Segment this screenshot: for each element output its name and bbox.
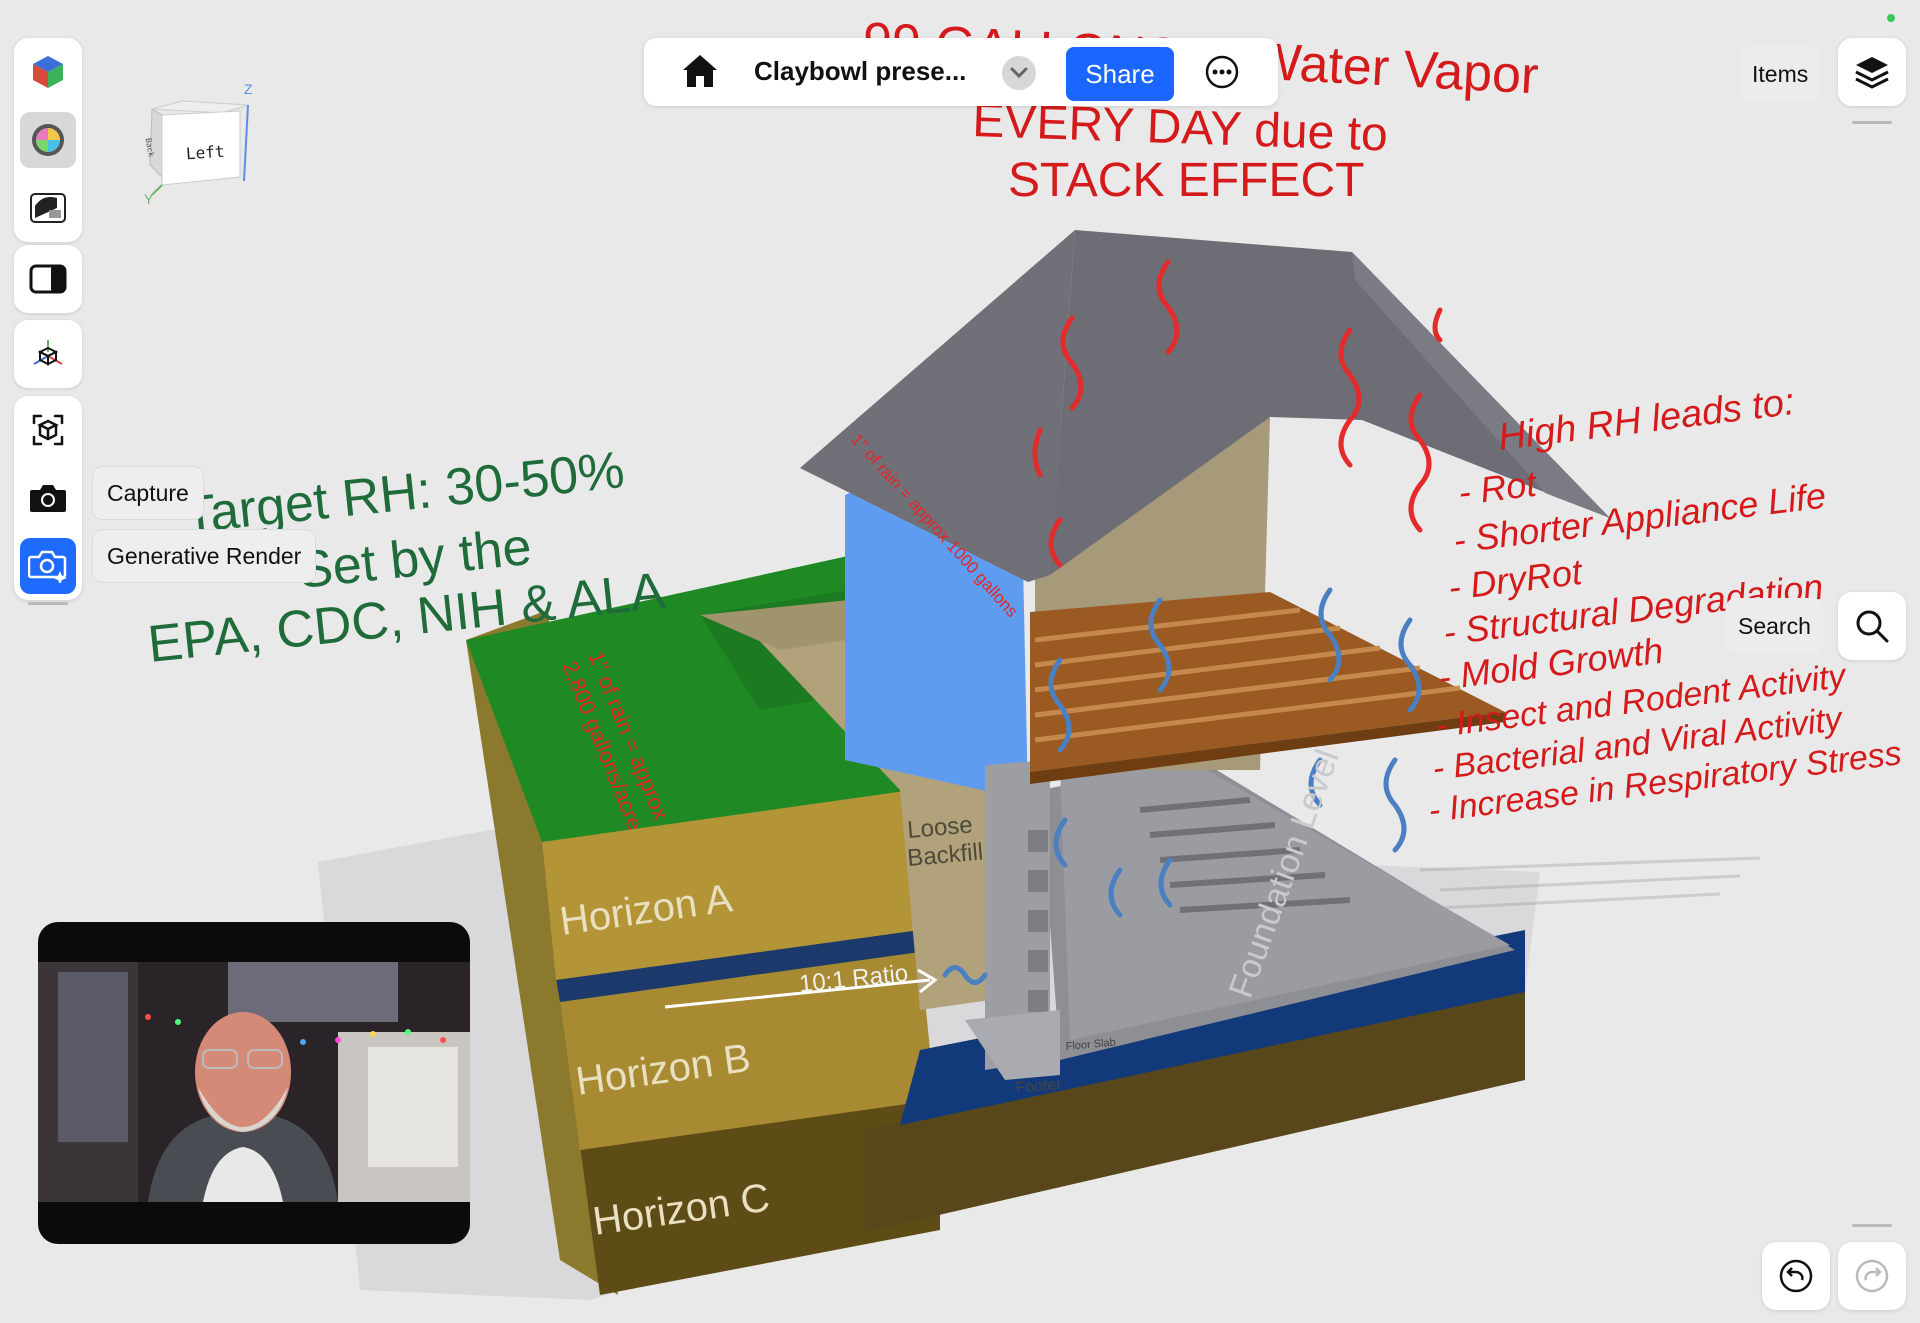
search-icon (1856, 610, 1889, 643)
ar-scan-icon (32, 414, 64, 446)
axis-z-label: Z (244, 81, 253, 97)
redo-button[interactable] (1838, 1242, 1906, 1310)
webcam-feed (38, 962, 470, 1202)
view-cube-face-label: Left (185, 141, 226, 164)
floor-reflection (1419, 856, 1761, 910)
ellipsis-circle-icon (1205, 55, 1239, 89)
string-lights (145, 1014, 446, 1045)
water-table-strip (556, 928, 920, 1002)
base-slab-front (865, 990, 1525, 1232)
foundation-blocks (1028, 830, 1048, 1012)
floor-deck-edge (1030, 712, 1505, 784)
cube-color-icon (33, 56, 63, 88)
generative-render-tooltip[interactable]: Generative Render (92, 529, 317, 583)
rh-item: - Rot (1456, 462, 1540, 512)
home-icon (683, 55, 717, 87)
toolbar-group-axes (14, 320, 82, 388)
redo-icon (1855, 1259, 1889, 1293)
toolbar-group-materials (14, 38, 82, 242)
vapor-blue-squiggles (942, 587, 1422, 985)
roof-right (1050, 230, 1610, 575)
capture-tooltip[interactable]: Capture (92, 466, 204, 520)
horizon-c-block (580, 1095, 940, 1295)
toolbar-divider (28, 602, 68, 605)
document-bar: Claybowl prese... Share (644, 38, 1278, 106)
title-dropdown-button[interactable] (1002, 56, 1036, 90)
materials-button[interactable] (20, 44, 76, 100)
capture-button[interactable] (20, 470, 76, 526)
axes-cube-icon (33, 340, 63, 366)
footer-label: Footer (1015, 1076, 1063, 1097)
more-options-button[interactable] (1204, 54, 1240, 95)
axes-button[interactable] (20, 326, 76, 382)
roof-left (800, 230, 1075, 582)
search-button[interactable] (1838, 592, 1906, 660)
headline-line3: STACK EFFECT (1008, 154, 1364, 207)
axis-y-label: Y (144, 191, 154, 207)
horizon-a-block (542, 790, 920, 980)
rh-list: - Rot - Shorter Appliance Life - DryRot … (1426, 462, 1903, 829)
ratio-arrow-head (917, 968, 938, 994)
sidebar-toggle-icon (29, 264, 67, 294)
right-divider-bottom (1852, 1224, 1892, 1227)
joists (1034, 607, 1461, 743)
stair-shadow (1139, 797, 1351, 913)
floor-slab-label: Floor Slab (1065, 1037, 1116, 1053)
horizon-b-block (560, 950, 935, 1150)
loose-backfill-label-1: Loose (906, 811, 973, 844)
color-wheel-button[interactable] (20, 112, 76, 168)
toolbar-group-panel (14, 245, 82, 313)
video-call-preview[interactable] (38, 922, 470, 1244)
sparkle-camera-icon (28, 550, 67, 583)
color-wheel-icon (32, 124, 64, 156)
undo-button[interactable] (1762, 1242, 1830, 1310)
view-cube[interactable]: Left Back Z Y (140, 81, 260, 207)
status-dot (1887, 14, 1895, 22)
document-title[interactable]: Claybowl prese... (754, 56, 967, 86)
chevron-down-icon (1010, 67, 1028, 79)
items-button[interactable]: Items (1740, 46, 1821, 102)
layers-button[interactable] (1838, 38, 1906, 106)
layers-icon (1855, 57, 1889, 89)
vapor-red-squiggles (1032, 259, 1443, 568)
search-label[interactable]: Search (1726, 598, 1823, 654)
ratio-arrow-line (664, 978, 931, 1009)
roof-right-underside (1352, 252, 1610, 518)
loose-backfill-label-2: Backfill (906, 838, 984, 872)
undo-icon (1779, 1259, 1813, 1293)
basement-floor-top (1060, 760, 1510, 1040)
generative-render-button[interactable] (20, 538, 76, 594)
camera-icon (30, 485, 66, 512)
footer-block (965, 1010, 1060, 1080)
sidebar-toggle-button[interactable] (20, 251, 76, 307)
toolbar-group-capture (14, 396, 82, 600)
ar-scan-button[interactable] (20, 402, 76, 458)
right-divider-top (1852, 121, 1892, 124)
rh-heading: High RH leads to: (1496, 381, 1797, 459)
home-button[interactable] (680, 52, 724, 92)
texture-icon (30, 193, 66, 223)
texture-button[interactable] (20, 180, 76, 236)
share-button[interactable]: Share (1066, 47, 1174, 101)
